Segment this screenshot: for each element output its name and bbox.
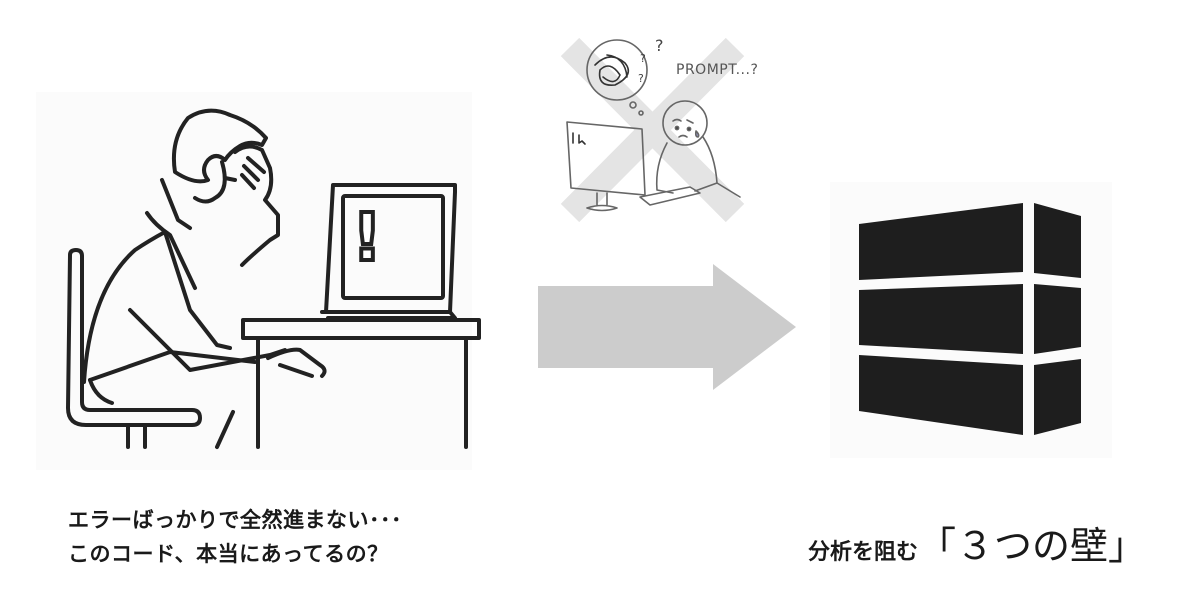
laptop-base [320, 310, 457, 320]
wall-blocks-icon [859, 203, 1081, 435]
torso [82, 230, 232, 384]
prompt-text: PROMPT...? [676, 62, 759, 78]
worried-person-head [662, 100, 708, 146]
typing-hand [266, 347, 327, 378]
wall-block-bot-front [859, 355, 1023, 435]
caption-line-2: このコード、本当にあってるの？ [68, 542, 389, 566]
right-arrow-icon [538, 264, 796, 390]
warning-exclamation-icon: ! [350, 197, 384, 278]
desk-top [241, 318, 481, 340]
confused-prompt-illustration [560, 37, 745, 223]
wall-block-bot-side [1034, 359, 1081, 435]
tangled-scribble [594, 54, 630, 87]
stressed-man-illustration [66, 108, 481, 449]
hand-on-head [233, 144, 280, 267]
caption-line-1: エラーばっかりで全然進まない･･･ [68, 508, 402, 532]
laptop-screen [341, 194, 445, 300]
monitor-stand [586, 192, 618, 212]
question-mark-3: ? [638, 72, 644, 85]
left-caption: エラーばっかりで全然進まない･･･ このコード、本当にあってるの？ [68, 503, 402, 571]
thought-bubble [586, 39, 648, 101]
cross-out-icon [560, 37, 745, 223]
thigh [88, 350, 257, 382]
question-mark-1: ? [655, 36, 664, 55]
question-mark-2: ? [640, 52, 646, 65]
wall-block-mid-front [859, 284, 1023, 354]
wall-block-top-side [1034, 203, 1081, 278]
right-caption: 分析を阻む「３つの壁」 [808, 515, 1146, 570]
shirt-line [145, 211, 197, 290]
leg-curve [88, 378, 114, 405]
keyboard [639, 186, 701, 206]
wall-block-top-front [859, 203, 1023, 280]
three-walls-title: 「３つの壁」 [918, 524, 1147, 568]
wall-block-mid-side [1034, 284, 1081, 354]
chair-leg [215, 410, 235, 449]
eye [223, 176, 237, 182]
chair-back [66, 248, 202, 427]
laptop-lid [324, 183, 457, 314]
computer-monitor [566, 121, 646, 196]
head [171, 108, 268, 184]
caption-prefix: 分析を阻む [808, 540, 919, 565]
arm [128, 308, 287, 372]
collar [160, 178, 192, 230]
